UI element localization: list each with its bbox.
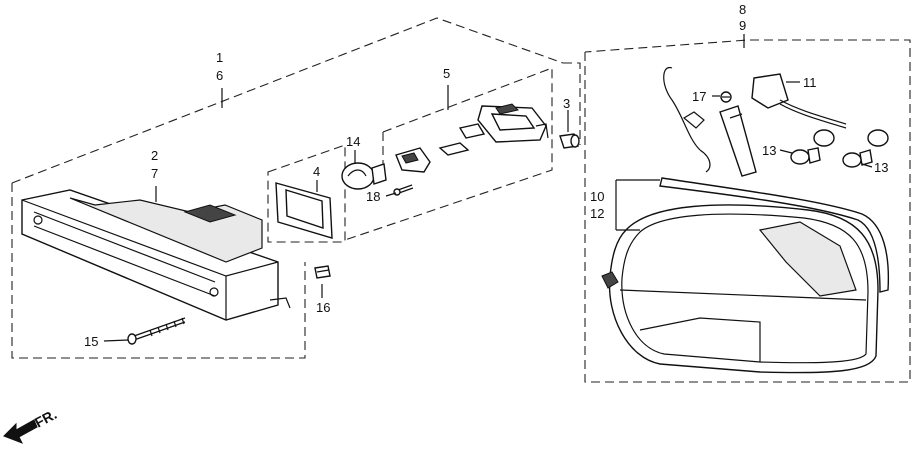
callout-13-right: 13 [874, 160, 888, 175]
screw-15 [127, 317, 186, 345]
clip-16 [314, 265, 331, 279]
socket-5 [395, 103, 549, 173]
screw-18 [393, 184, 414, 196]
bulb-13-a [790, 147, 821, 165]
connector-11 [751, 73, 847, 129]
left-assembly-frame [11, 17, 581, 359]
cap-3 [559, 133, 580, 149]
right-assembly-frame [584, 39, 911, 383]
gasket-4 [275, 182, 333, 239]
front-direction-arrow: FR. [3, 406, 59, 444]
callout-13-left: 13 [762, 143, 776, 158]
callout-10: 10 [590, 189, 604, 204]
callout-labels: 1 6 2 7 5 3 14 4 18 16 15 8 9 17 11 13 1… [84, 2, 888, 349]
wire-hook [663, 66, 711, 173]
grommet-17 [720, 91, 732, 103]
callout-16: 16 [316, 300, 330, 315]
leader-lines [103, 34, 873, 342]
corner-light-lens [601, 204, 879, 374]
callout-15: 15 [84, 334, 98, 349]
callout-5: 5 [443, 66, 450, 81]
bulb-13-b [842, 149, 873, 168]
callout-14: 14 [346, 134, 360, 149]
callout-6: 6 [216, 68, 223, 83]
callout-8: 8 [739, 2, 746, 17]
corner-gasket-strip [659, 177, 890, 293]
socket-subframe [344, 67, 553, 241]
bulb-14 [341, 162, 387, 190]
bracket [719, 105, 757, 177]
callout-12: 12 [590, 206, 604, 221]
side-marker-lens [21, 189, 291, 321]
callout-7: 7 [151, 166, 158, 181]
callout-17: 17 [692, 89, 706, 104]
callout-1: 1 [216, 50, 223, 65]
callout-11: 11 [803, 75, 817, 90]
callout-3: 3 [563, 96, 570, 111]
sockets-pair [813, 129, 889, 147]
callout-4: 4 [313, 164, 320, 179]
callout-2: 2 [151, 148, 158, 163]
callout-9: 9 [739, 18, 746, 33]
callout-18: 18 [366, 189, 380, 204]
